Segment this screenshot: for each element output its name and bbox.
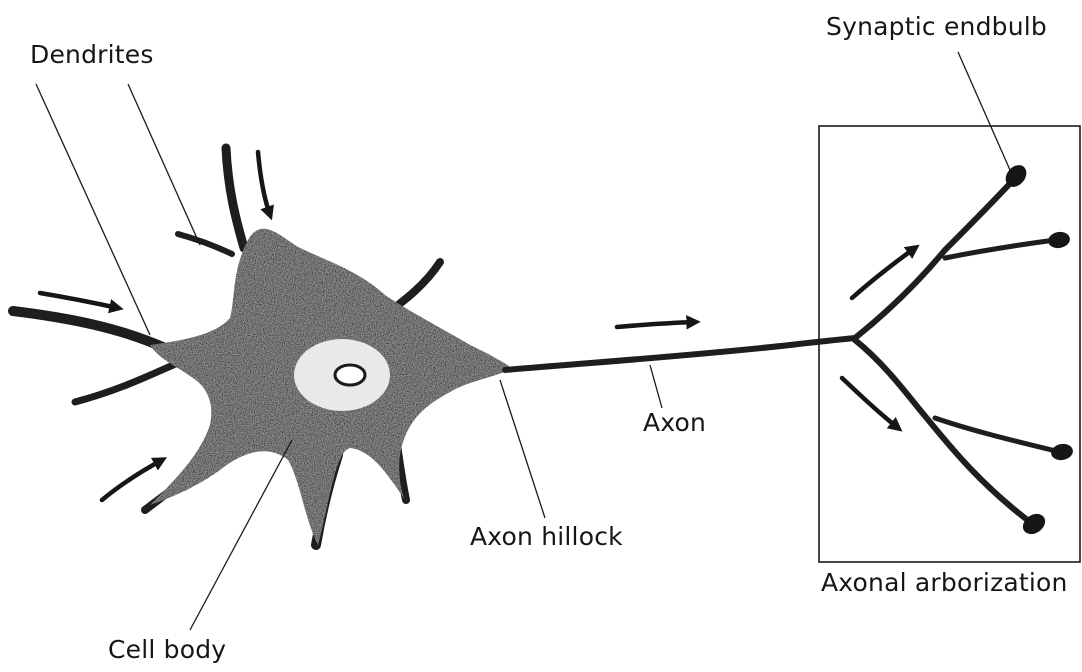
arrow-bottom-left [102, 460, 162, 500]
label-cell-body: Cell body [108, 637, 226, 662]
label-axon-hillock: Axon hillock [470, 524, 623, 549]
dendrite-top-vertical [226, 148, 244, 248]
endbulb-upper-right [1047, 230, 1071, 250]
endbulb-lower-right [1050, 442, 1074, 462]
arrow-left-dendrite [40, 293, 118, 308]
label-axon: Axon [643, 410, 706, 435]
leader-axon [650, 365, 662, 408]
arrow-top-dendrite [258, 152, 270, 215]
dendrite-top-spur [178, 234, 232, 254]
axon [505, 338, 855, 370]
leader-dendrites-top [128, 84, 200, 245]
signal-arrows [40, 152, 915, 500]
synaptic-endbulbs [1001, 161, 1074, 538]
arrow-lower-branch [842, 378, 898, 428]
label-synaptic-endbulb: Synaptic endbulb [826, 14, 1047, 39]
arrow-axon [617, 322, 695, 327]
label-axonal-arborization: Axonal arborization [821, 570, 1068, 595]
nucleolus [335, 365, 365, 385]
leader-synaptic-endbulb [958, 52, 1010, 170]
branch-lower-main [855, 340, 1030, 522]
label-dendrites: Dendrites [30, 42, 154, 67]
branch-upper-side [945, 240, 1055, 258]
dendrite-left-lower [75, 362, 180, 402]
axon-terminal-branches [855, 178, 1060, 522]
leader-axon-hillock [500, 380, 545, 518]
branch-upper-main [855, 178, 1015, 338]
